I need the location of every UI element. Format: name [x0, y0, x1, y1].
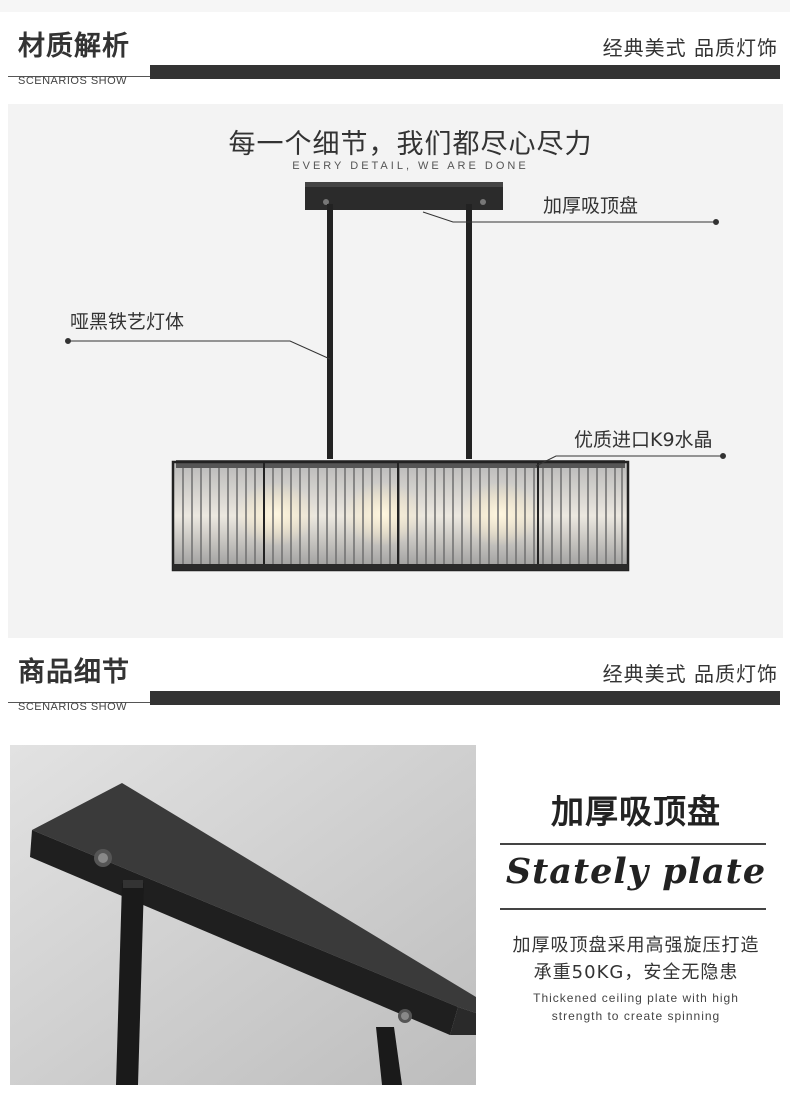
detail-english-line2: strength to create spinning	[551, 1009, 721, 1023]
divider-bottom	[500, 908, 766, 910]
section-subtitle: SCENARIOS SHOW	[18, 75, 128, 87]
detail-english-title: Stately plate	[505, 851, 767, 892]
detail-title: 加厚吸顶盘	[551, 792, 721, 831]
section-title: 材质解析	[18, 31, 130, 62]
lamp-rod-right	[466, 204, 472, 459]
chandelier-illustration	[65, 182, 726, 572]
section-slogan: 经典美式 品质灯饰	[602, 662, 778, 686]
section-slogan: 经典美式 品质灯饰	[602, 36, 778, 60]
section-header-material: 材质解析 经典美式 品质灯饰 SCENARIOS SHOW	[0, 24, 790, 104]
section-title: 商品细节	[18, 657, 130, 688]
divider-top	[500, 843, 766, 845]
callout-lamp-body: 哑黑铁艺灯体	[70, 311, 185, 333]
section-divider-bar	[0, 691, 780, 705]
material-subtitle: EVERY DETAIL, WE ARE DONE	[292, 160, 529, 172]
ceiling-plate-photo	[10, 745, 476, 1085]
detail-description-line1: 加厚吸顶盘采用高强旋压打造	[512, 935, 760, 956]
callout-crystal: 优质进口K9水晶	[574, 429, 713, 451]
material-panel: 每一个细节，我们都尽心尽力 EVERY DETAIL, WE ARE DONE	[8, 104, 783, 638]
top-strip	[0, 0, 790, 12]
callout-ceiling-plate: 加厚吸顶盘	[543, 195, 639, 217]
section-divider-bar	[0, 65, 780, 79]
material-title: 每一个细节，我们都尽心尽力	[228, 129, 593, 160]
section-subtitle: SCENARIOS SHOW	[18, 701, 128, 713]
detail-panel: 加厚吸顶盘 Stately plate 加厚吸顶盘采用高强旋压打造 承重50KG…	[492, 745, 780, 1085]
lamp-rod-left	[327, 204, 333, 459]
section-header-details: 商品细节 经典美式 品质灯饰 SCENARIOS SHOW	[0, 650, 790, 730]
crystal-body	[171, 460, 630, 572]
detail-english-line1: Thickened ceiling plate with high	[533, 991, 739, 1005]
detail-description-line2: 承重50KG，安全无隐患	[533, 962, 739, 983]
